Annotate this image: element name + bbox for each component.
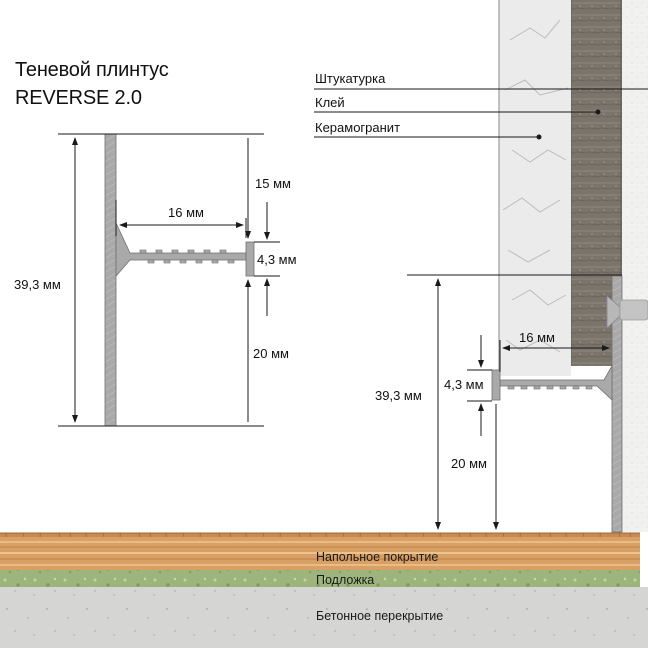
wall-section (498, 0, 648, 532)
left-lip-height: 4,3 мм (257, 252, 297, 267)
right-lip-height: 4,3 мм (444, 377, 484, 392)
title-line-2: REVERSE 2.0 (15, 87, 142, 109)
label-adhesive: Клей (315, 95, 345, 110)
floor-section (0, 532, 648, 648)
screw-icon (606, 295, 648, 329)
installed-profile (491, 275, 648, 533)
label-porcelain-tile: Керамогранит (315, 120, 401, 135)
profile-cross-section (104, 133, 255, 427)
plaster-layer (622, 0, 648, 532)
right-bottom-offset: 20 мм (451, 456, 487, 471)
label-concrete-slab: Бетонное перекрытие (316, 609, 444, 623)
label-floor-covering: Напольное покрытие (316, 550, 439, 564)
floor-covering-layer (0, 533, 640, 570)
tile-layer (499, 0, 571, 376)
label-plaster: Штукатурка (315, 71, 386, 86)
underlay-layer (0, 570, 640, 587)
left-total-height: 39,3 мм (14, 277, 61, 292)
left-shelf-width: 16 мм (168, 205, 204, 220)
right-dimension-lines (407, 274, 622, 530)
left-dimension-lines (58, 133, 280, 427)
right-shelf-width: 16 мм (519, 330, 555, 345)
title-line-1: Теневой плинтус (15, 59, 169, 81)
left-top-offset: 15 мм (255, 176, 291, 191)
right-total-height: 39,3 мм (375, 388, 422, 403)
left-bottom-offset: 20 мм (253, 346, 289, 361)
label-underlay: Подложка (316, 573, 375, 587)
concrete-slab-layer (0, 587, 648, 648)
wall-leader-lines (314, 88, 648, 140)
